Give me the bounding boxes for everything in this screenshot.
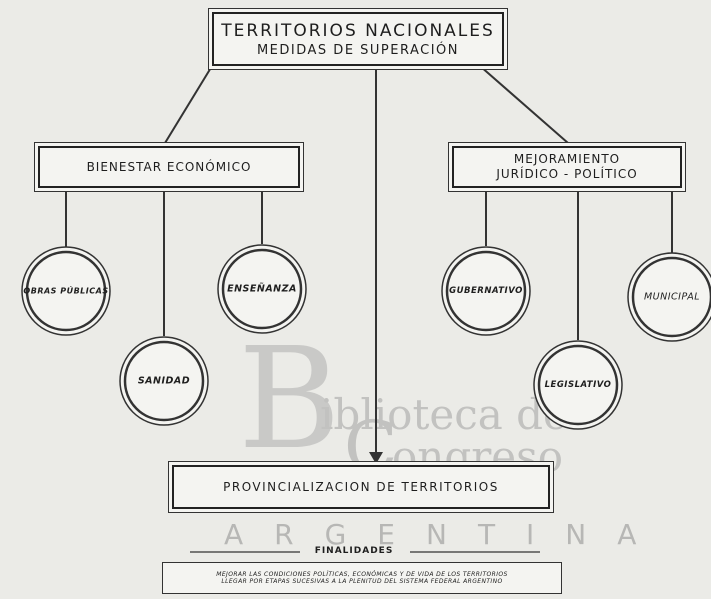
circle-legislativo-inner (537, 344, 619, 426)
circle-municipal-inner (631, 256, 711, 338)
circle-legislativo-label: LEGISLATIVO (544, 380, 612, 390)
connector-title-left (164, 65, 213, 144)
watermark-logo-b: B (238, 318, 341, 481)
title-box: TERRITORIOS NACIONALES MEDIDAS DE SUPERA… (212, 12, 504, 66)
connector-title-right (479, 65, 569, 144)
circle-sanidad-inner (123, 340, 205, 422)
finalidades-line1: MEJORAR LAS CONDICIONES POLÍTICAS, ECONÓ… (216, 571, 508, 578)
circle-sanidad-label: SANIDAD (137, 375, 191, 387)
watermark-country: ARGENTINA (224, 518, 668, 551)
circle-gubernativo-label: GUBERNATIVO (449, 286, 523, 296)
branch-juridico: MEJORAMIENTO JURÍDICO - POLÍTICO (452, 146, 682, 188)
circle-gubernativo-inner (445, 250, 527, 332)
branch-economico: BIENESTAR ECONÓMICO (38, 146, 300, 188)
finalidades-heading: FINALIDADES (314, 546, 394, 556)
arrowhead-center (369, 452, 383, 464)
circle-obras-label: OBRAS PÚBLICAS (23, 286, 109, 296)
finalidades-box: MEJORAR LAS CONDICIONES POLÍTICAS, ECONÓ… (162, 562, 562, 594)
finalidades-line2: LLEGAR POR ETAPAS SUCESIVAS A LA PLENITU… (221, 578, 503, 585)
circle-municipal-label: MUNICIPAL (643, 291, 701, 303)
title-line2: MEDIDAS DE SUPERACIÓN (256, 42, 460, 58)
branch-juridico-line1: MEJORAMIENTO (513, 152, 621, 166)
circle-obras-inner (25, 250, 107, 332)
circle-ensenanza-inner (221, 248, 303, 330)
title-line1: TERRITORIOS NACIONALES (221, 20, 495, 41)
result-label: PROVINCIALIZACION DE TERRITORIOS (223, 480, 499, 494)
branch-economico-label: BIENESTAR ECONÓMICO (86, 160, 252, 174)
circle-ensenanza-label: ENSEÑANZA (227, 283, 297, 295)
result-box: PROVINCIALIZACION DE TERRITORIOS (172, 465, 550, 509)
branch-juridico-line2: JURÍDICO - POLÍTICO (496, 167, 638, 181)
